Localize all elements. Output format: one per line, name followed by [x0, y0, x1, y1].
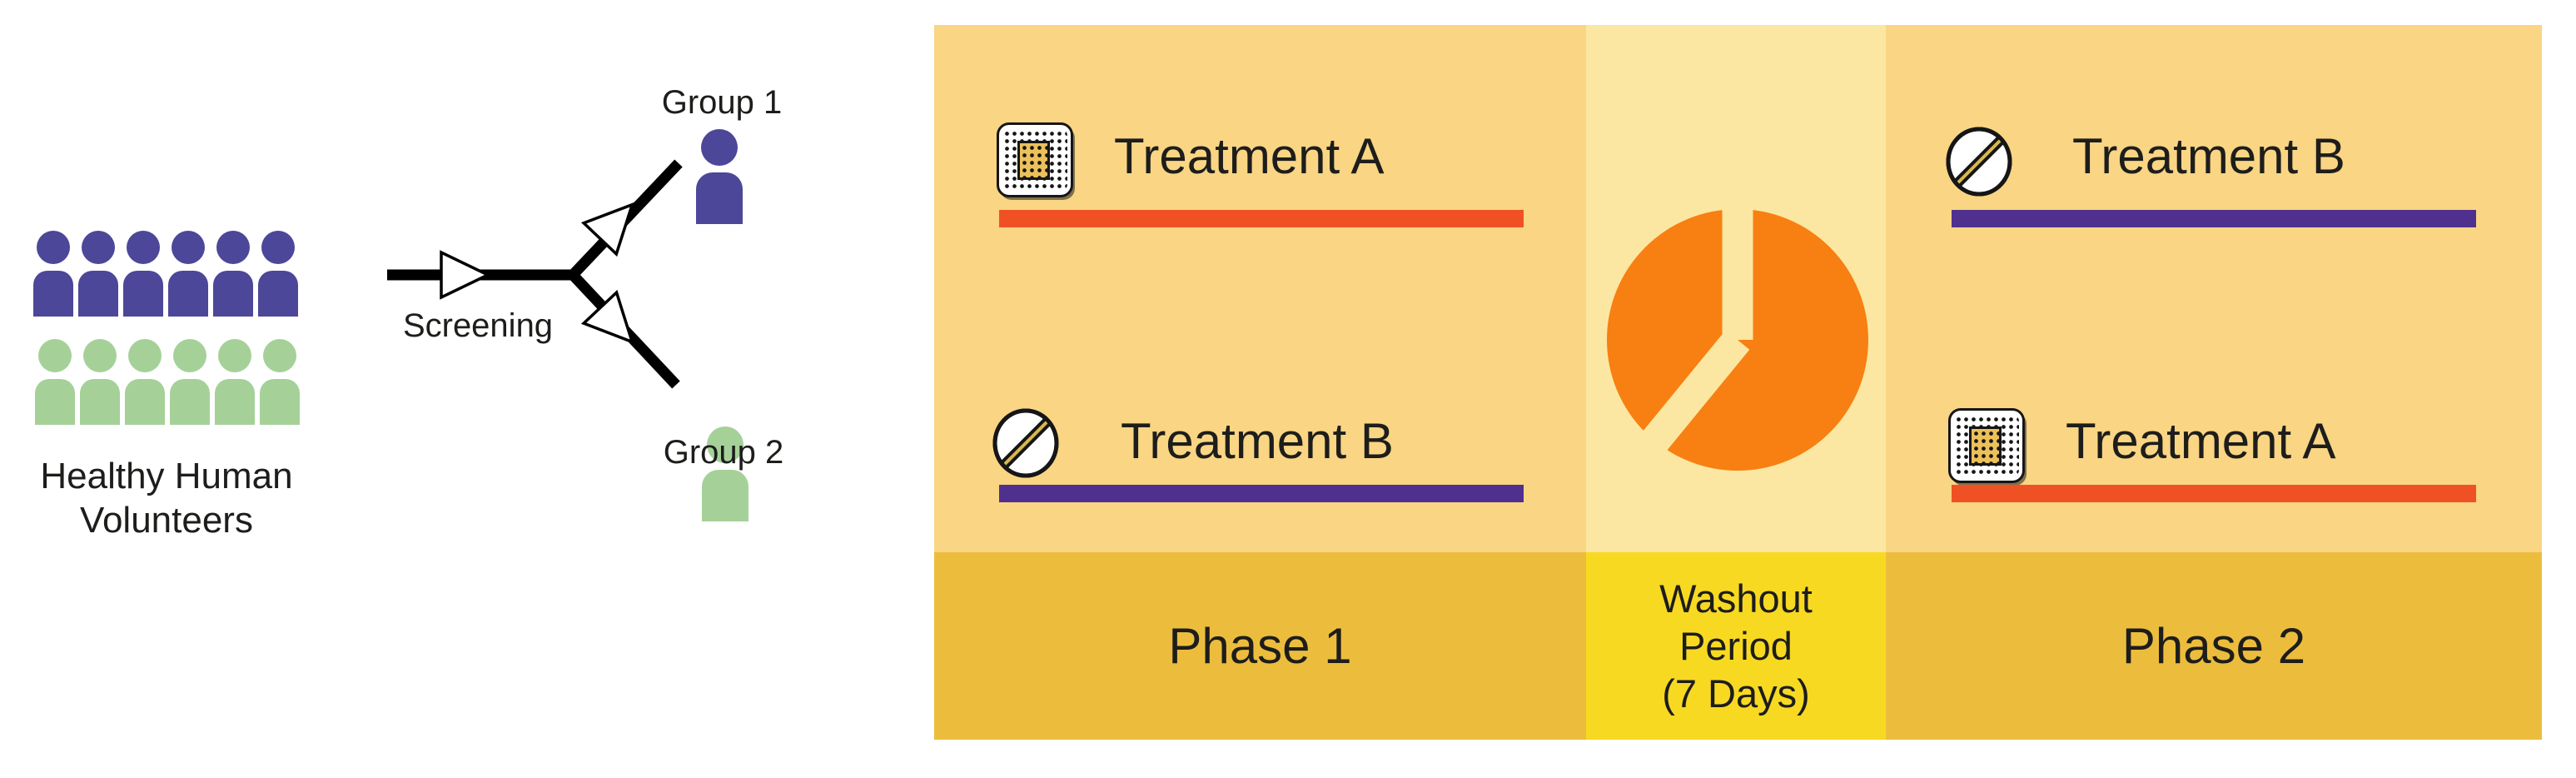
pill-score-slash — [995, 411, 1057, 476]
treatment-label: Treatment A — [2066, 413, 2336, 469]
person-icon — [213, 231, 253, 317]
volunteers-caption: Healthy Human Volunteers — [40, 456, 293, 541]
person-head — [37, 231, 70, 264]
volunteer-row-group1 — [33, 231, 298, 317]
treatment-b-bar — [999, 485, 1524, 502]
treatment-label: Treatment B — [2072, 128, 2345, 184]
phase1-band — [934, 552, 1586, 740]
pill-score-slash — [1948, 129, 2010, 194]
person-icon — [170, 339, 210, 425]
patch-core — [1969, 426, 2002, 466]
person-torso — [215, 379, 255, 425]
washout-clock-icon — [1607, 205, 1868, 471]
phase1-label: Phase 1 — [1168, 618, 1352, 674]
person-head — [172, 231, 205, 264]
washout-band — [1586, 552, 1886, 740]
person-icon — [168, 231, 208, 317]
pill-icon — [1946, 127, 2012, 197]
person-head — [216, 231, 250, 264]
person-torso — [125, 379, 165, 425]
treatment-label: Treatment B — [1121, 413, 1394, 469]
patch-core — [1017, 141, 1051, 180]
phase2-label: Phase 2 — [2121, 618, 2306, 674]
treatment-b-bar — [1952, 210, 2476, 227]
person-head — [173, 339, 206, 372]
person-torso — [168, 271, 208, 317]
person-icon — [258, 231, 298, 317]
patch-icon — [1948, 408, 2025, 483]
person-head — [701, 129, 738, 166]
person-head — [127, 231, 160, 264]
person-icon — [33, 231, 73, 317]
group1-person-icon — [696, 129, 743, 224]
patch-icon — [997, 122, 1073, 197]
group2-label: Group 2 — [663, 434, 784, 471]
person-icon — [35, 339, 75, 425]
screening-arrow-icon — [440, 250, 492, 300]
person-head — [218, 339, 251, 372]
person-icon — [260, 339, 300, 425]
person-head — [261, 231, 295, 264]
treatment-a-bar — [999, 210, 1524, 227]
volunteer-row-group2 — [35, 339, 300, 425]
treatment-label: Treatment A — [1114, 128, 1385, 184]
person-torso — [260, 379, 300, 425]
person-icon — [123, 231, 163, 317]
person-head — [263, 339, 296, 372]
treatment-a-bar — [1952, 485, 2476, 502]
screening-flow-svg — [387, 159, 683, 389]
person-icon — [78, 231, 118, 317]
branch-arrow-up-icon — [580, 202, 635, 257]
person-icon — [215, 339, 255, 425]
person-torso — [78, 271, 118, 317]
person-torso — [702, 470, 748, 521]
person-icon — [80, 339, 120, 425]
person-head — [83, 339, 117, 372]
person-torso — [33, 271, 73, 317]
person-torso — [213, 271, 253, 317]
person-torso — [258, 271, 298, 317]
person-head — [38, 339, 72, 372]
screening-label: Screening — [402, 307, 554, 344]
person-head — [82, 231, 115, 264]
group1-label: Group 1 — [661, 84, 783, 121]
person-torso — [123, 271, 163, 317]
group2-person-icon — [702, 426, 748, 521]
pill-icon — [992, 408, 1059, 478]
person-torso — [35, 379, 75, 425]
person-torso — [696, 172, 743, 224]
pie-notch — [1627, 205, 1753, 470]
person-head — [707, 426, 743, 463]
branch-arrow-down-icon — [580, 289, 634, 345]
person-head — [128, 339, 162, 372]
flow-lines — [387, 159, 683, 389]
person-torso — [80, 379, 120, 425]
person-torso — [170, 379, 210, 425]
person-icon — [125, 339, 165, 425]
washout-label: Washout Period (7 Days) — [1659, 576, 1813, 716]
phase2-band — [1886, 552, 2542, 740]
